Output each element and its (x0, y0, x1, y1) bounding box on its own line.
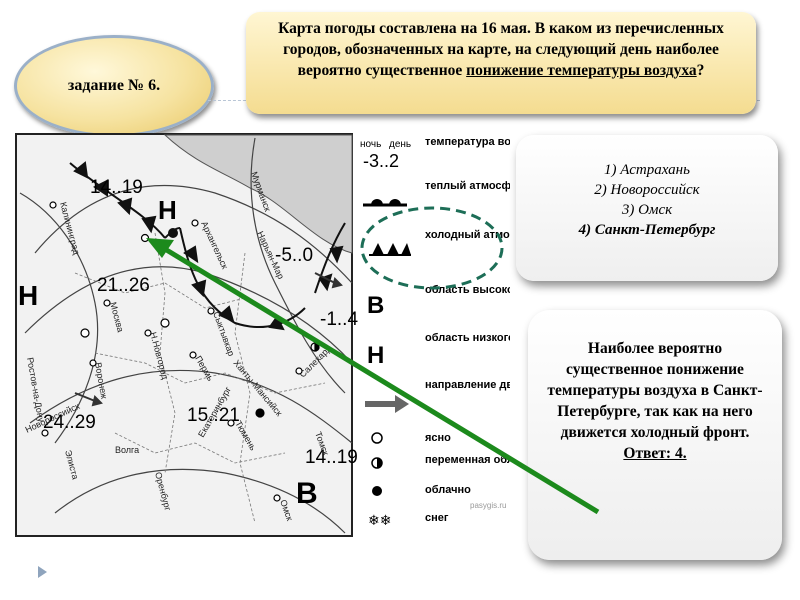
legend-warm-front-symbol (363, 199, 407, 207)
answer-option-3[interactable]: 3) Омск (621, 202, 673, 218)
legend-arrow-symbol (365, 395, 409, 413)
legend-cold-front-symbol (369, 243, 411, 256)
legend-partly-cloudy-symbol (371, 457, 383, 469)
legend-cloudy-symbol (372, 486, 382, 496)
answer-options-box: 1) Астрахань 2) Новороссийск 3) Омск 4) … (516, 135, 778, 281)
legend-item-cold-front: холодный атмосферный фронт (425, 229, 510, 241)
answer-option-4[interactable]: 4) Санкт-Петербург (578, 222, 716, 238)
legend-item-low-pressure: область низкого атмосферного давления (425, 332, 510, 344)
legend-temp-example: -3..2 (363, 151, 399, 171)
legend-item-air-movement: направление движения воздушных масс (425, 379, 510, 391)
legend-item-cloudy: облачно (425, 484, 471, 496)
legend-night-label: ночь (360, 139, 381, 150)
question-text: Карта погоды составлена на 16 мая. В как… (278, 20, 724, 79)
task-number-badge: задание № 6. (14, 35, 214, 137)
legend-clear-symbol (371, 432, 383, 444)
next-slide-icon[interactable] (38, 566, 47, 578)
high-pressure-mark: В (296, 477, 318, 510)
weather-map: Н Н В 14..19 21..26 -5..0 -1..4 24..29 1… (15, 133, 663, 543)
question-end: ? (696, 62, 705, 79)
temperature-label: 21..26 (97, 275, 150, 296)
legend-high-symbol: В (367, 292, 384, 319)
temperature-label: 14..19 (90, 177, 143, 198)
legend-low-symbol: Н (367, 342, 384, 369)
task-number-label: задание № 6. (67, 77, 161, 94)
explanation-text: Наиболее вероятно существенное понижение… (547, 340, 763, 441)
legend-snow-symbol: ❄❄ (368, 512, 391, 528)
temperature-label: 14..19 (305, 447, 358, 468)
low-pressure-mark-2: Н (18, 280, 38, 311)
legend-item-clear: ясно (425, 432, 451, 444)
question-box: Карта погоды составлена на 16 мая. В как… (246, 12, 756, 114)
legend-item-warm-front: теплый атмосферный фронт (425, 180, 510, 192)
legend-item-high-pressure: область высокого атмосферного давления (425, 284, 510, 296)
temperature-label: 24..29 (43, 412, 96, 433)
city-label: Волга (115, 445, 139, 455)
legend-day-label: день (389, 139, 411, 150)
warm-front (164, 227, 181, 239)
explanation-answer: Ответ: 4. (623, 445, 687, 462)
temperature-label: -1..4 (320, 309, 358, 330)
low-pressure-mark-1: Н (158, 195, 177, 225)
legend-item-temperature: температура воздуха (425, 136, 510, 148)
explanation-box: Наиболее вероятно существенное понижение… (528, 310, 782, 560)
answer-option-1[interactable]: 1) Астрахань (604, 162, 690, 178)
legend-item-snow: снег (425, 512, 449, 524)
map-legend: ночь день -3..2 температура воздуха тепл… (360, 136, 663, 528)
question-underlined: понижение температуры воздуха (466, 62, 697, 79)
answer-option-2[interactable]: 2) Новороссийск (594, 182, 700, 198)
map-watermark: pasygis.ru (470, 501, 506, 510)
legend-item-partly-cloudy: переменная облачность (425, 454, 510, 466)
